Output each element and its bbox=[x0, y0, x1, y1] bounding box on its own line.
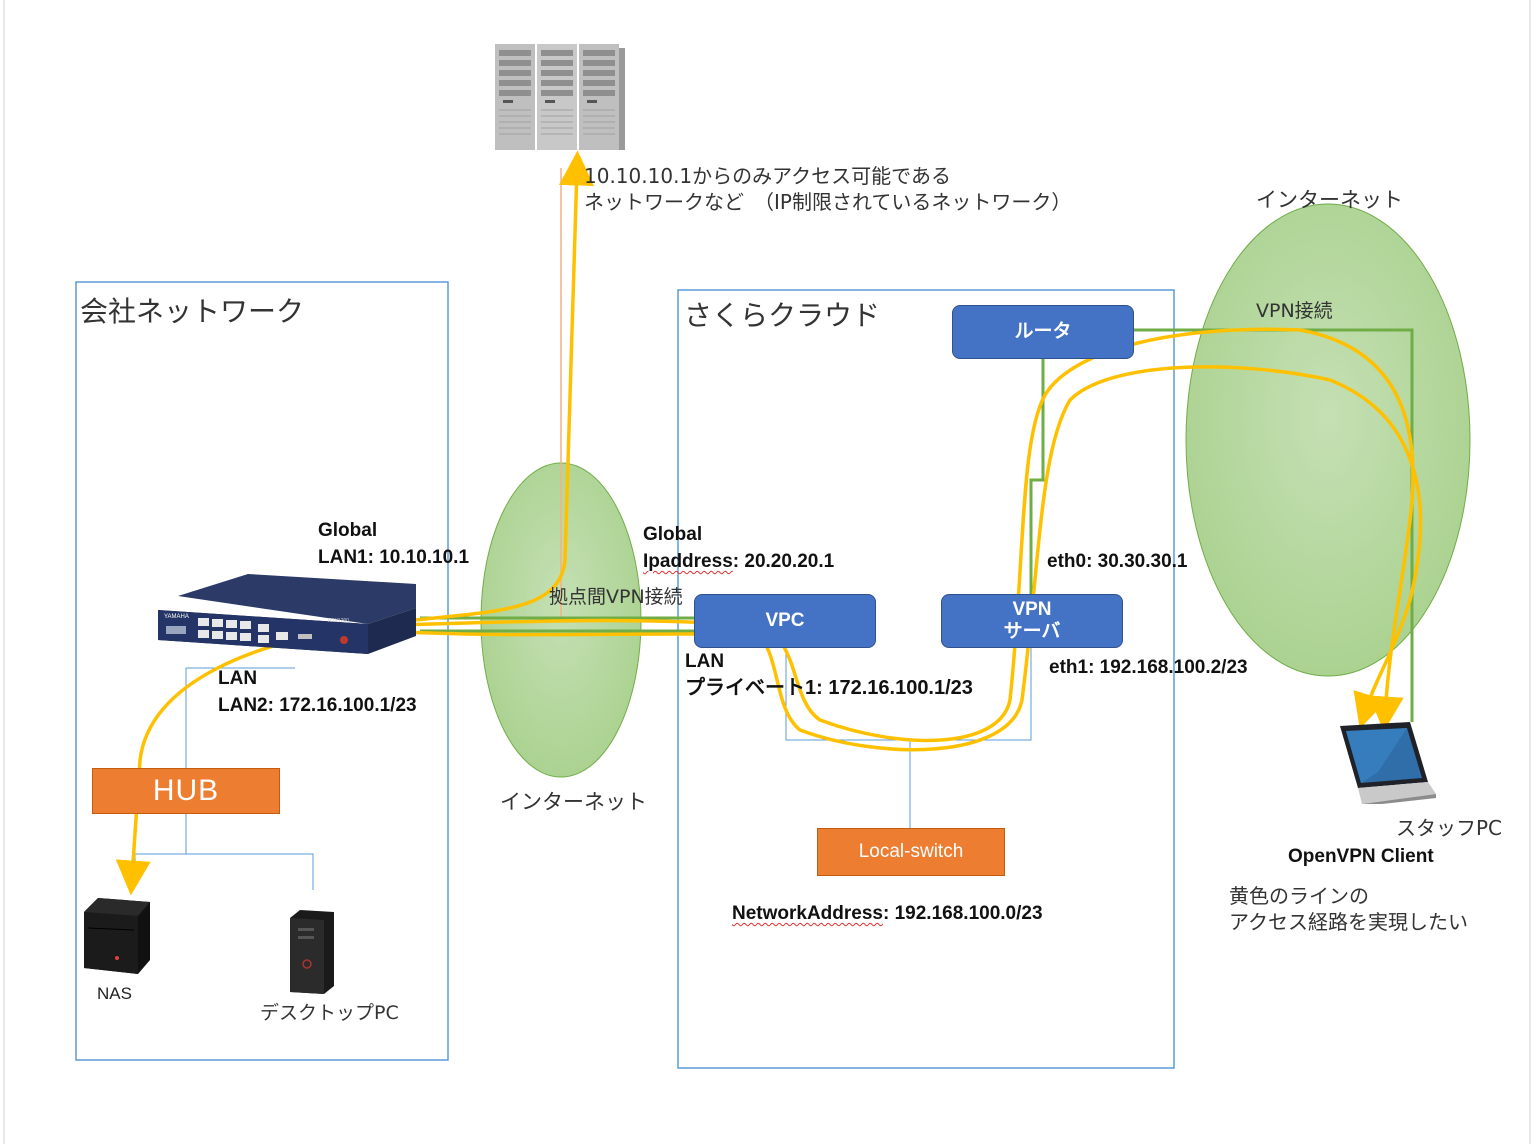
vpn-connection-label: VPN接続 bbox=[1256, 300, 1333, 322]
vpc-box-label: VPC bbox=[765, 610, 805, 631]
staff-note-line1: 黄色のラインの bbox=[1229, 884, 1369, 908]
network-address-value: : 192.168.100.0/23 bbox=[883, 903, 1043, 924]
vpn-server-box: VPN サーバ bbox=[941, 594, 1123, 648]
openvpn-client-label: OpenVPN Client bbox=[1288, 846, 1434, 867]
network-address: NetworkAddress: 192.168.100.0/23 bbox=[732, 901, 1043, 927]
sakura-cloud-frame bbox=[677, 289, 1175, 1069]
vpc-lan-label: LAN bbox=[685, 651, 725, 672]
vpc-box: VPC bbox=[694, 594, 876, 648]
site-to-site-vpn-label: 拠点間VPN接続 bbox=[549, 586, 683, 608]
internet-right-label: インターネット bbox=[1256, 188, 1403, 212]
vpc-private-address: プライベート1: 172.16.100.1/23 bbox=[685, 677, 973, 699]
server-note-line2: ネットワークなど （IP制限されているネットワーク） bbox=[584, 190, 1072, 214]
ipaddress-prefix: Ipaddress bbox=[643, 551, 733, 572]
internet-ellipse-right bbox=[1185, 203, 1471, 677]
svg-text:RTX1200: RTX1200 bbox=[328, 618, 349, 624]
server-rack-image bbox=[495, 44, 625, 150]
svg-text:YAMAHA: YAMAHA bbox=[164, 614, 189, 620]
sakura-cloud-title: さくらクラウド bbox=[684, 299, 881, 332]
router-box-label: ルータ bbox=[1014, 321, 1072, 342]
internet-middle-label: インターネット bbox=[500, 790, 647, 814]
local-switch-box: Local-switch bbox=[817, 828, 1005, 876]
vpn-eth0-address: eth0: 30.30.30.1 bbox=[1047, 551, 1188, 572]
vpn-eth1-address: eth1: 192.168.100.2/23 bbox=[1049, 657, 1248, 678]
staff-laptop-image bbox=[1338, 722, 1436, 806]
local-switch-label: Local-switch bbox=[858, 841, 964, 862]
hub-box: HUB bbox=[92, 768, 280, 814]
company-network-title: 会社ネットワーク bbox=[80, 295, 305, 328]
router-lan-label: LAN bbox=[218, 668, 258, 689]
vpn-server-line1: VPN bbox=[1012, 599, 1052, 620]
staff-pc-label: スタッフPC bbox=[1396, 816, 1503, 840]
router-lan1-address: LAN1: 10.10.10.1 bbox=[318, 547, 470, 568]
desktop-pc-label: デスクトップPC bbox=[260, 1002, 399, 1024]
router-global-label: Global bbox=[318, 520, 378, 541]
network-address-prefix: NetworkAddress bbox=[732, 903, 883, 924]
router-box: ルータ bbox=[952, 305, 1134, 359]
hub-label: HUB bbox=[152, 774, 220, 807]
staff-note-line2: アクセス経路を実現したい bbox=[1229, 910, 1468, 934]
sakura-global-label: Global bbox=[643, 524, 703, 545]
sakura-global-ip: Ipaddress: 20.20.20.1 bbox=[643, 549, 834, 575]
company-router-image: YAMAHA RTX1200 bbox=[158, 574, 418, 656]
desktop-pc-image bbox=[290, 910, 336, 994]
router-lan2-address: LAN2: 172.16.100.1/23 bbox=[218, 695, 417, 716]
ipaddress-value: : 20.20.20.1 bbox=[732, 551, 835, 572]
nas-image bbox=[84, 898, 154, 974]
company-network-frame bbox=[75, 281, 449, 1061]
nas-label: NAS bbox=[97, 984, 132, 1003]
server-note-line1: 10.10.10.1からのみアクセス可能である bbox=[584, 164, 951, 188]
vpn-server-line2: サーバ bbox=[1003, 621, 1061, 642]
